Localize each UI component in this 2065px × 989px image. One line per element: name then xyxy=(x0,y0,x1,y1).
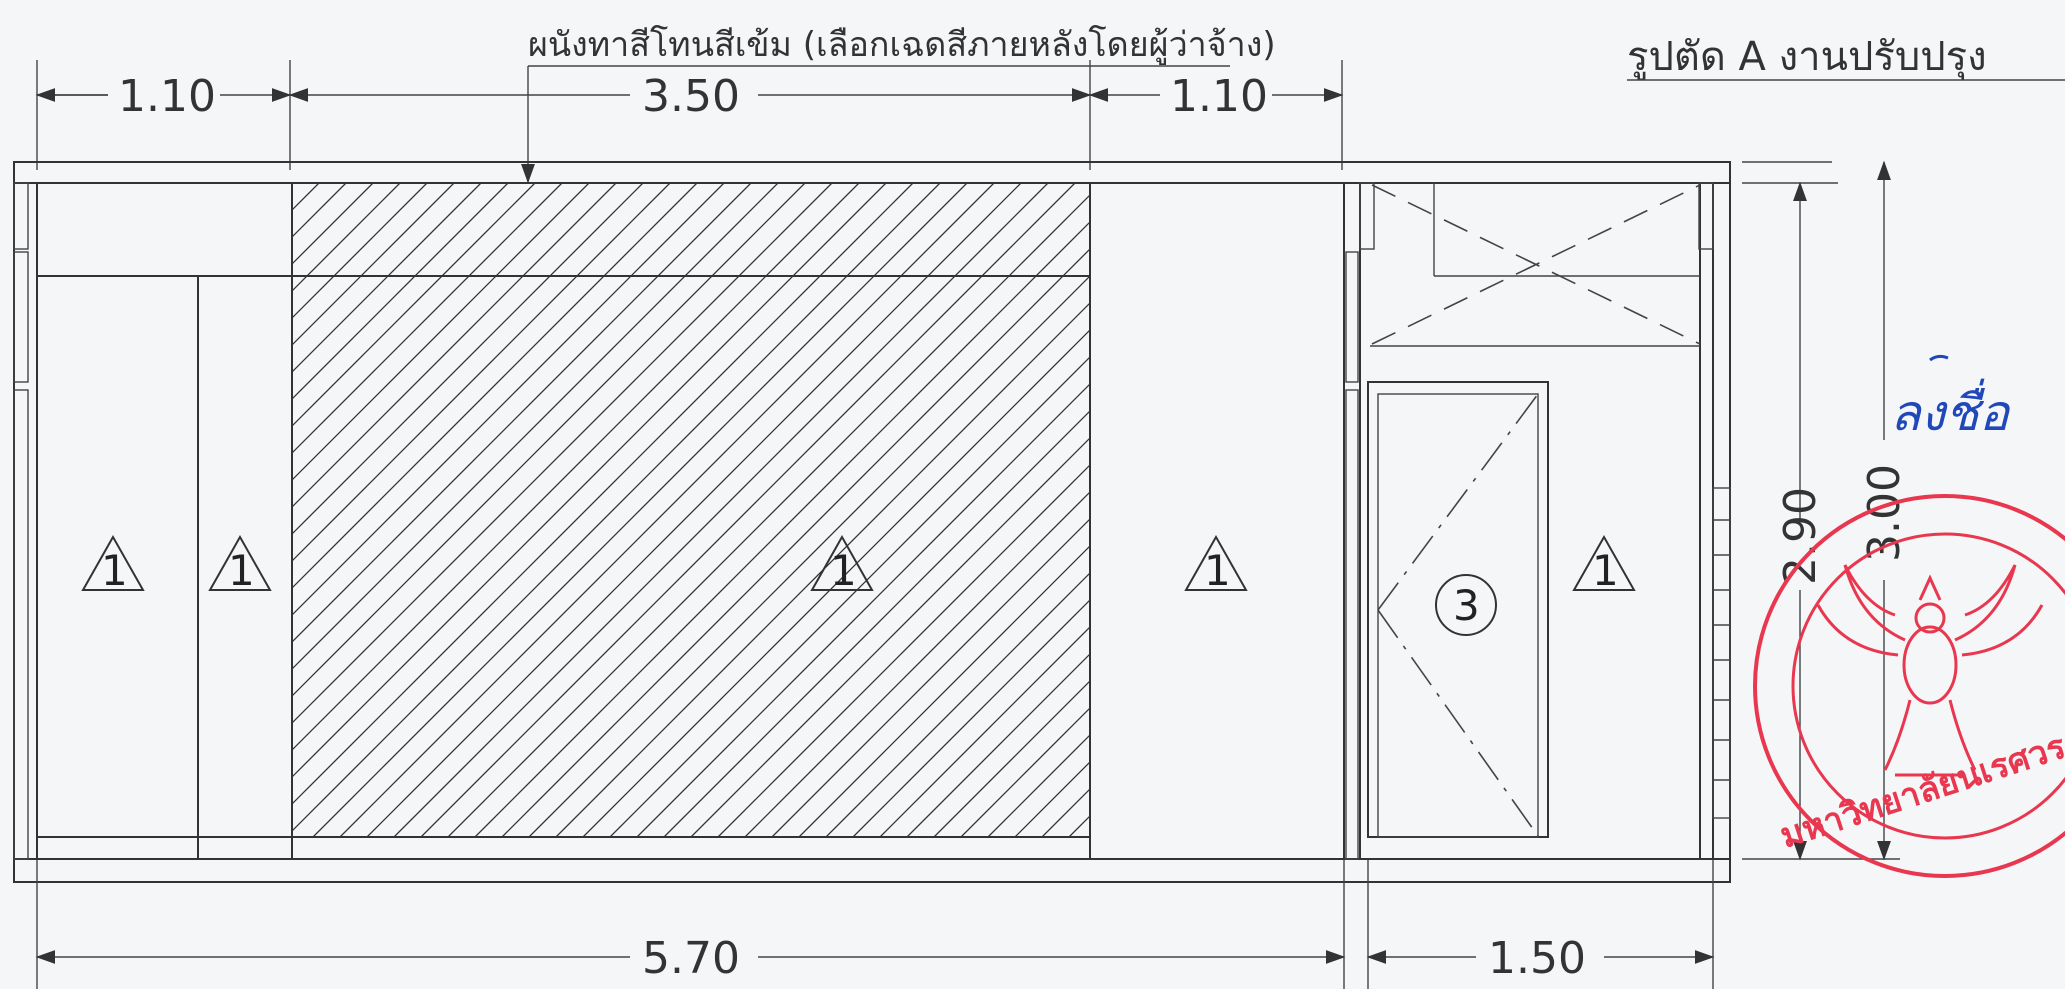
dim-top-right: 1.10 xyxy=(1170,71,1268,122)
hatch-line xyxy=(292,183,509,400)
hatch-line xyxy=(292,183,860,751)
dim-top-left: 1.10 xyxy=(118,71,216,122)
hatch-line xyxy=(879,626,1090,837)
hatch-line xyxy=(636,383,1090,837)
hatch-line xyxy=(960,707,1090,837)
bottom-dimensions xyxy=(35,860,1715,989)
panel-tag-4: 1 xyxy=(1184,534,1248,595)
hatch-line xyxy=(555,302,1090,837)
hatch-line xyxy=(292,183,644,535)
svg-text:1: 1 xyxy=(830,546,857,595)
hatch-line xyxy=(292,183,428,319)
dim-top-center: 3.50 xyxy=(642,71,740,122)
hatch-line xyxy=(292,183,725,616)
svg-text:ลงชื่อ: ลงชื่อ xyxy=(1890,378,2011,442)
hatch-line xyxy=(292,183,347,238)
dark-paint-hatch xyxy=(292,183,1750,837)
svg-text:1: 1 xyxy=(1592,546,1619,595)
hatch-line xyxy=(292,183,374,265)
drawing-title: รูปตัด A งานปรับปรุง xyxy=(1627,34,1987,81)
svg-text:1: 1 xyxy=(1204,546,1231,595)
hatch-line xyxy=(663,410,1090,837)
hatch-line xyxy=(501,248,1090,837)
hatch-line xyxy=(292,183,887,778)
hatch-line xyxy=(690,437,1090,837)
hatch-line xyxy=(582,329,1090,837)
panel-tag-2: 1 xyxy=(208,534,272,595)
hatch-line xyxy=(292,183,779,670)
dim-bottom-main: 5.70 xyxy=(642,933,740,984)
hatch-line xyxy=(1096,183,1750,837)
garuda-emblem xyxy=(1816,564,2044,777)
hatch-line xyxy=(292,183,320,211)
panel-tag-5: 1 xyxy=(1572,534,1636,595)
signature: ลงชื่อ xyxy=(1890,354,2011,442)
hatch-line xyxy=(292,183,941,832)
hatch-line xyxy=(292,183,752,643)
panel-tag-3: 1 xyxy=(810,534,874,595)
upper-right-dashed-x xyxy=(1371,184,1701,345)
hatch-line xyxy=(771,518,1090,837)
hatch-line xyxy=(292,183,833,724)
svg-text:3: 3 xyxy=(1453,581,1480,630)
door-tag: 3 xyxy=(1435,574,1497,636)
door-elevation xyxy=(1367,381,1549,838)
hatch-line xyxy=(292,183,536,427)
hatch-line xyxy=(292,183,914,805)
section-frame xyxy=(13,161,1731,883)
hatch-line xyxy=(292,183,671,562)
hatch-line xyxy=(292,183,617,508)
hatch-line xyxy=(312,183,968,837)
panel-tag-1: 1 xyxy=(81,534,145,595)
hatch-line xyxy=(744,491,1090,837)
hatch-line xyxy=(447,194,1090,837)
dim-bottom-right: 1.50 xyxy=(1488,933,1586,984)
hatch-line xyxy=(1068,815,1090,837)
hatch-line xyxy=(825,572,1090,837)
wall-paint-note: ผนังทาสีโทนสีเข้ม (เลือกเฉดสีภายหลังโดยผ… xyxy=(528,25,1276,65)
hatch-line xyxy=(366,183,1022,837)
hatch-line xyxy=(609,356,1090,837)
hatch-line xyxy=(933,680,1090,837)
hatch-line xyxy=(528,275,1090,837)
hatch-line xyxy=(292,183,698,589)
hatch-line xyxy=(292,183,401,292)
hatch-line xyxy=(852,599,1090,837)
top-dimensions xyxy=(35,60,1344,170)
dim-height-inner: 2.90 xyxy=(1775,487,1826,585)
hatch-line xyxy=(292,183,293,184)
hatch-line xyxy=(420,183,1076,837)
hatch-line xyxy=(717,464,1090,837)
right-dimensions xyxy=(1742,160,1900,861)
svg-text:1: 1 xyxy=(101,546,128,595)
hatch-line xyxy=(292,183,455,346)
hatch-line xyxy=(798,545,1090,837)
hatch-line xyxy=(292,183,482,373)
hatch-line xyxy=(292,183,563,454)
hatch-line xyxy=(339,183,995,837)
hatch-line xyxy=(987,734,1090,837)
hatch-line xyxy=(474,221,1090,837)
hatch-line xyxy=(393,183,1049,837)
svg-text:1: 1 xyxy=(228,546,255,595)
hatch-line xyxy=(292,183,590,481)
hatch-line xyxy=(292,183,806,697)
hatch-line xyxy=(906,653,1090,837)
